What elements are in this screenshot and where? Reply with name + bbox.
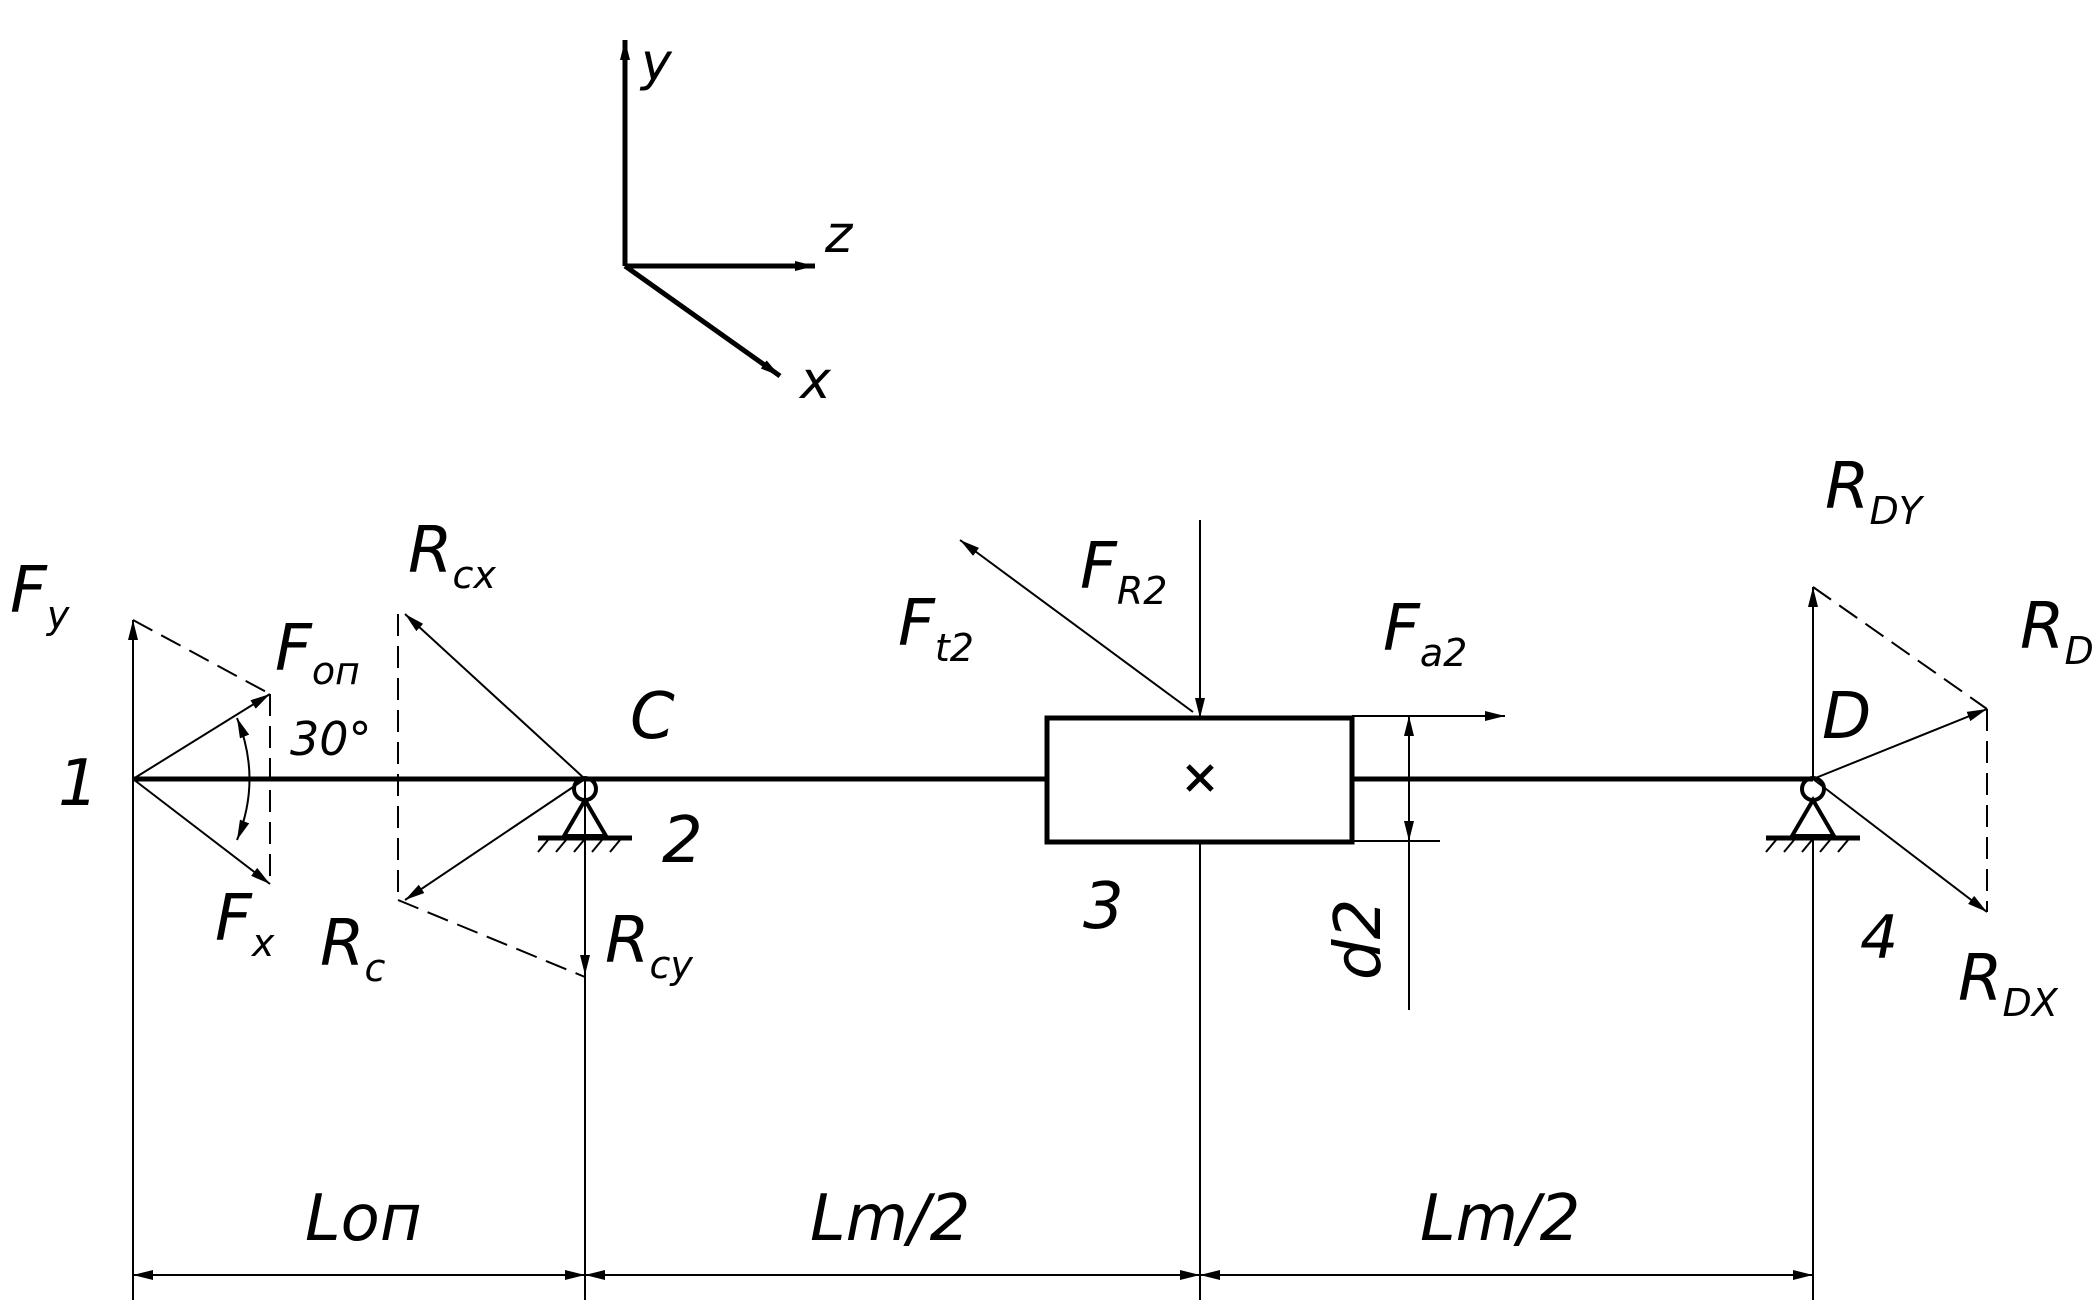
angle-arc: [236, 717, 251, 841]
point-d-label: D: [1822, 680, 1871, 754]
rc-label: Rc: [320, 907, 385, 990]
angle-label: 30°: [290, 712, 372, 766]
rd-arrow: [1812, 708, 1988, 780]
d2-label: d2: [1322, 899, 1396, 980]
reactions-d: [1808, 586, 1988, 913]
rdx-arrow: [1812, 778, 1988, 913]
node-1-label: 1: [58, 747, 99, 821]
fr2-label: FR2: [1080, 530, 1167, 613]
node-3-label: 3: [1083, 870, 1124, 944]
ft2-arrow: [959, 539, 1194, 713]
lm-left-label: Lm/2: [810, 1182, 970, 1256]
rcx-arrow: [404, 613, 586, 780]
ft2-label: Ft2: [898, 587, 974, 670]
rdy-label: RDY: [1825, 450, 1925, 533]
lop-label: Lоп: [305, 1182, 422, 1256]
reactions-c: [397, 613, 590, 978]
rc-arrow: [404, 778, 586, 901]
fa2-label: Fa2: [1383, 592, 1467, 675]
length-dimensions: [132, 779, 1814, 1300]
fy-label: Fy: [10, 554, 70, 637]
rcy-label: Rcy: [605, 904, 693, 987]
rdx-label: RDX: [1958, 942, 2059, 1025]
loads-node-3: [959, 520, 1505, 721]
node-4-label: 4: [1860, 903, 1898, 973]
x-axis-arrow: [623, 263, 782, 379]
fx-label: Fx: [215, 882, 275, 965]
fx-arrow: [132, 778, 271, 885]
lm-right-label: Lm/2: [1420, 1182, 1580, 1256]
loads-node-1: [128, 619, 271, 885]
d2-dimension: [1352, 716, 1440, 1010]
node-2-label: 2: [662, 804, 703, 878]
fon-label: Fоп: [275, 612, 360, 693]
fon-arrow: [132, 693, 271, 780]
y-axis-label: y: [639, 33, 673, 93]
z-axis-label: z: [824, 205, 854, 265]
rcx-label: Rcx: [408, 514, 496, 597]
point-c-label: C: [630, 680, 675, 754]
coordinate-axes: y z x: [620, 33, 854, 411]
x-axis-label: x: [798, 351, 832, 411]
rd-label: RD: [2020, 590, 2094, 673]
